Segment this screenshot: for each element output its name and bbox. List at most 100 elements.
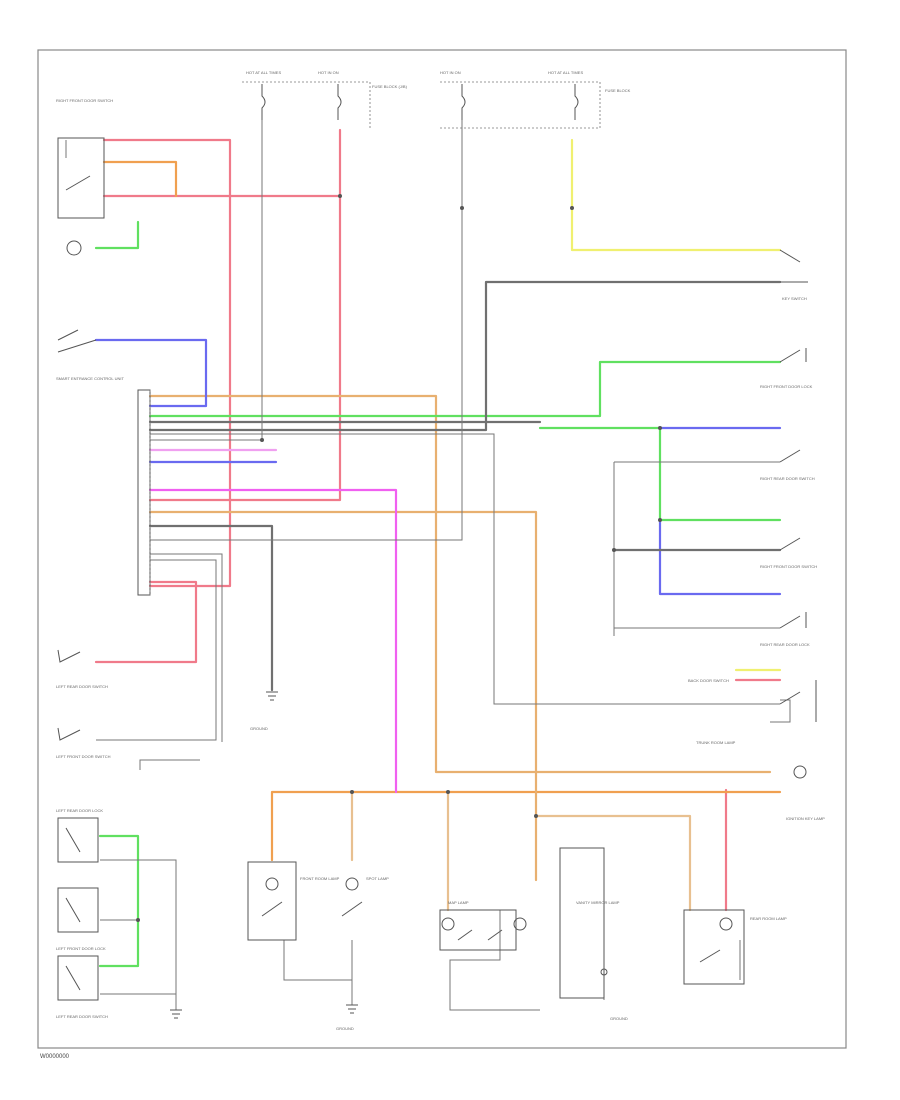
wire-green-3 bbox=[538, 426, 782, 522]
wire-black-13 bbox=[283, 940, 353, 981]
label-left-front-door-lock: LEFT FRONT DOOR LOCK bbox=[56, 946, 106, 951]
wire-black-8 bbox=[150, 553, 223, 742]
label-back-door-switch: BACK DOOR SWITCH bbox=[688, 678, 729, 683]
wire-black-15 bbox=[560, 847, 605, 1000]
splice-10 bbox=[460, 206, 464, 210]
label-map-lamp: MAP LAMP bbox=[448, 900, 469, 905]
component-labels: RIGHT FRONT DOOR SWITCH KEY SWITCH RIGHT… bbox=[56, 98, 825, 1031]
left-rear-door-switch-symbol bbox=[57, 649, 81, 663]
front-room-lamp-box bbox=[247, 861, 297, 941]
wire-yellow-1 bbox=[570, 138, 782, 252]
wire-red-2 bbox=[102, 194, 342, 502]
spot-lamp-switch bbox=[341, 901, 363, 917]
right-front-door-switch-contact bbox=[65, 175, 91, 191]
label-ground-right: GROUND bbox=[610, 1016, 628, 1021]
label-right-front-door-switch-2: RIGHT FRONT DOOR SWITCH bbox=[760, 564, 817, 569]
power-label-1: HOT AT ALL TIMES bbox=[246, 70, 281, 75]
fuse-block-label-top: FUSE BLOCK (J/B) bbox=[372, 84, 408, 89]
rear-room-lamp-box bbox=[683, 909, 745, 985]
wire-orange-3 bbox=[148, 394, 772, 774]
splice-4 bbox=[658, 518, 662, 522]
left-front-door-lock-box bbox=[57, 887, 99, 933]
front-room-lamp-bulb bbox=[265, 877, 279, 891]
splice-points bbox=[136, 194, 662, 922]
fuse-3 bbox=[461, 84, 466, 120]
wire-red-4 bbox=[94, 580, 198, 664]
right-front-door-switch-2-symbol bbox=[779, 537, 801, 551]
left-lock-contacts bbox=[65, 827, 81, 991]
back-door-switch-symbol bbox=[779, 680, 817, 722]
right-rear-door-switch-symbol bbox=[779, 449, 801, 463]
map-lamp-bulb-left bbox=[441, 917, 455, 931]
control-unit-pin-block bbox=[137, 389, 151, 596]
label-right-front-door-switch: RIGHT FRONT DOOR SWITCH bbox=[56, 98, 113, 103]
wire-black-2 bbox=[150, 120, 463, 541]
label-vanity-mirror-lamp: VANITY MIRROR LAMP bbox=[576, 900, 620, 905]
splice-8 bbox=[534, 814, 538, 818]
label-left-rear-door-switch: LEFT REAR DOOR SWITCH bbox=[56, 684, 108, 689]
label-left-rear-door-lock-switch: LEFT REAR DOOR SWITCH bbox=[56, 1014, 108, 1019]
power-label-4: HOT AT ALL TIMES bbox=[548, 70, 583, 75]
splice-1 bbox=[338, 194, 342, 198]
wire-pink-1 bbox=[148, 488, 398, 794]
fuse-1 bbox=[261, 84, 266, 120]
map-lamp-box bbox=[439, 909, 517, 951]
wire-black-16 bbox=[770, 699, 791, 723]
wire-black-18 bbox=[449, 910, 540, 1011]
label-trunk-room-lamp: TRUNK ROOM LAMP bbox=[696, 740, 736, 745]
key-switch-symbol bbox=[779, 249, 808, 283]
left-top-switch-symbol bbox=[57, 329, 97, 353]
label-ground-mid: GROUND bbox=[336, 1026, 354, 1031]
wire-black-3 bbox=[150, 433, 780, 705]
splice-2 bbox=[260, 438, 264, 442]
rear-room-lamp-bulb bbox=[719, 917, 733, 931]
right-front-door-lock-symbol bbox=[66, 240, 82, 256]
left-rear-door-lock-switch-box bbox=[57, 955, 99, 1001]
colored-wires bbox=[94, 128, 782, 968]
right-front-door-lock-symbol-r bbox=[779, 348, 807, 363]
wire-green-2 bbox=[148, 360, 782, 418]
diagram-frame bbox=[37, 49, 847, 1049]
wire-black-9 bbox=[100, 859, 177, 1010]
wire-gray-2 bbox=[148, 524, 274, 692]
label-ground-left: GROUND bbox=[250, 726, 268, 731]
spot-lamp-bulb bbox=[345, 877, 359, 891]
diagram-footer-code: W0000000 bbox=[40, 1054, 70, 1060]
vanity-mirror-lamp-box bbox=[559, 847, 605, 999]
map-lamp-switches bbox=[457, 929, 503, 941]
wire-blue-3 bbox=[658, 518, 782, 596]
wire-black-12 bbox=[139, 759, 200, 770]
power-label-3: HOT IN ON bbox=[440, 70, 461, 75]
wire-black-7 bbox=[96, 559, 217, 741]
fuse-block-label-right: FUSE BLOCK bbox=[605, 88, 631, 93]
splice-11 bbox=[570, 206, 574, 210]
label-left-front-door-switch: LEFT FRONT DOOR SWITCH bbox=[56, 754, 111, 759]
wire-orange-4 bbox=[148, 510, 538, 882]
fuse-2 bbox=[337, 84, 342, 120]
wire-tan-1 bbox=[534, 814, 692, 912]
label-key-switch: KEY SWITCH bbox=[782, 296, 807, 301]
label-front-room-lamp: FRONT ROOM LAMP bbox=[300, 876, 340, 881]
power-feeds: HOT AT ALL TIMES HOT IN ON HOT IN ON HOT… bbox=[242, 70, 631, 129]
front-room-lamp-switch bbox=[261, 901, 283, 917]
splice-7 bbox=[446, 790, 450, 794]
left-rear-door-lock-box bbox=[57, 817, 99, 863]
splice-3 bbox=[658, 426, 662, 430]
splice-6 bbox=[350, 790, 354, 794]
ignition-key-lamp-symbol bbox=[793, 765, 807, 779]
black-wires bbox=[65, 120, 791, 1011]
ground-symbol-left bbox=[266, 691, 278, 701]
left-front-door-switch-symbol bbox=[57, 727, 81, 741]
rear-room-lamp-switch bbox=[699, 949, 721, 963]
label-ignition-key-lamp: IGNITION KEY LAMP bbox=[786, 816, 825, 821]
right-front-door-switch-box bbox=[57, 137, 105, 219]
wire-red-1 bbox=[102, 138, 232, 588]
control-unit-connector bbox=[137, 389, 151, 596]
label-right-rear-door-switch: RIGHT REAR DOOR SWITCH bbox=[760, 476, 815, 481]
label-smart-entrance-control-unit: SMART ENTRANCE CONTROL UNIT bbox=[56, 376, 124, 381]
label-rear-room-lamp: REAR ROOM LAMP bbox=[750, 916, 787, 921]
label-right-rear-door-lock: RIGHT REAR DOOR LOCK bbox=[760, 642, 810, 647]
right-rear-door-lock-symbol bbox=[779, 612, 807, 629]
splice-9 bbox=[136, 918, 140, 922]
fuse-4 bbox=[574, 84, 579, 120]
